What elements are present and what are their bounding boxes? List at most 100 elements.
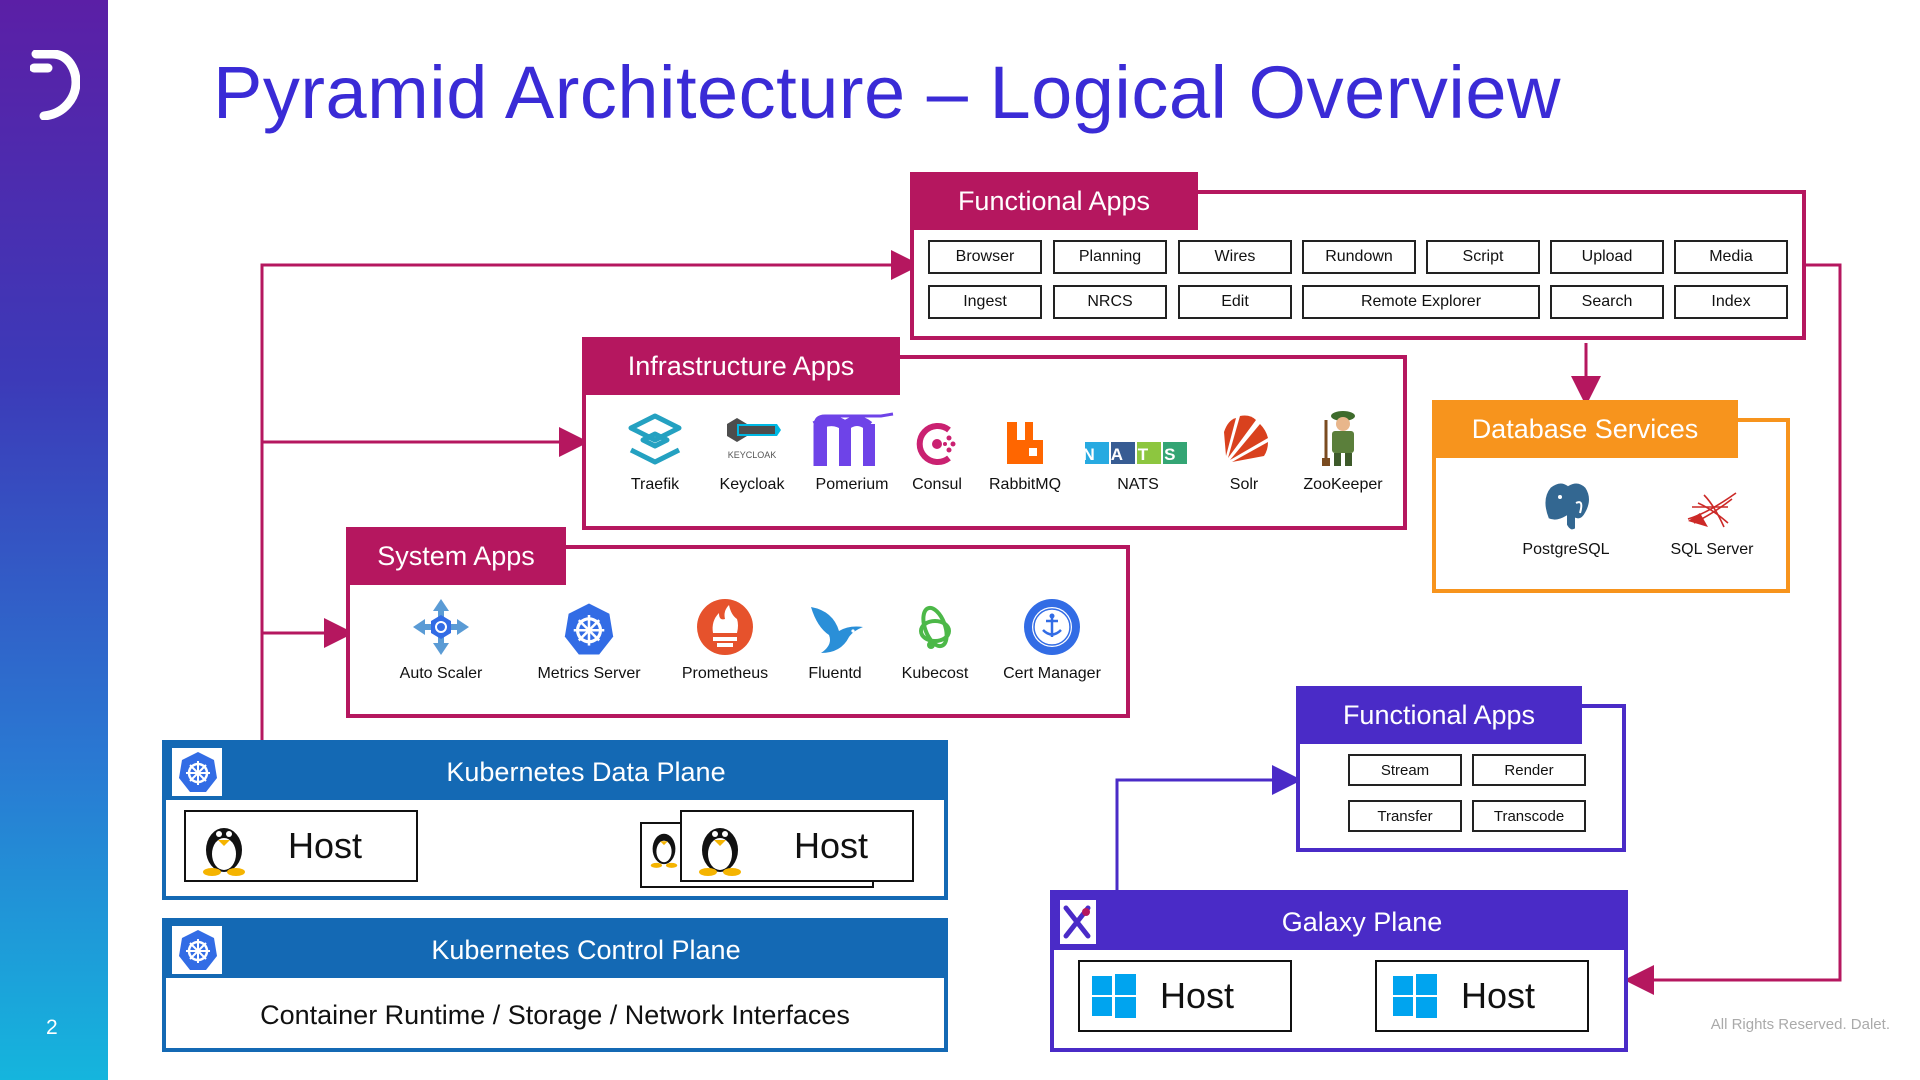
fluentd-icon <box>805 597 865 657</box>
app-item: SQL Server <box>1657 473 1767 559</box>
infrastructure-apps-header: Infrastructure Apps <box>582 337 900 395</box>
host-label: Host <box>794 825 869 866</box>
auto-scaler-icon <box>411 597 471 657</box>
functional-apps-header: Functional Apps <box>910 172 1198 230</box>
database-services-header: Database Services <box>1432 400 1738 458</box>
app-label: Fluentd <box>808 665 862 682</box>
k8s-host-2: Host <box>680 810 914 882</box>
app-label: ZooKeeper <box>1303 476 1383 493</box>
app-label: PostgreSQL <box>1522 541 1610 558</box>
functional-app-tile: Upload <box>1550 240 1664 274</box>
metrics-server-icon <box>561 597 617 657</box>
dalet-logo-icon <box>30 50 80 120</box>
functional-app-tile: NRCS <box>1053 285 1167 319</box>
pomerium-icon <box>809 408 895 468</box>
k8s-data-plane-title: Kubernetes Data Plane <box>446 756 726 787</box>
galaxy-functional-app-tile: Transcode <box>1472 800 1586 832</box>
footer-copyright: All Rights Reserved. Dalet. <box>1710 1016 1890 1033</box>
app-item: Consul <box>882 408 992 494</box>
galaxy-functional-app-tile: Transfer <box>1348 800 1462 832</box>
linux-tux-icon <box>650 833 678 868</box>
host-label: Host <box>1160 975 1235 1016</box>
app-item: Solr <box>1189 408 1299 494</box>
galaxy-host-2: Host <box>1375 960 1589 1032</box>
functional-app-tile: Ingest <box>928 285 1042 319</box>
kubernetes-icon <box>179 930 217 970</box>
app-item: ZooKeeper <box>1288 408 1398 494</box>
galaxy-plane-title: Galaxy Plane <box>1281 906 1443 937</box>
functional-app-tile: Browser <box>928 240 1042 274</box>
connector-galaxy-to-functional-apps <box>1115 765 1302 890</box>
functional-app-tile: Planning <box>1053 240 1167 274</box>
functional-app-tile: Wires <box>1178 240 1292 274</box>
galaxy-functional-apps-header: Functional Apps <box>1296 686 1582 744</box>
app-item: Metrics Server <box>534 597 644 683</box>
app-item: PostgreSQL <box>1511 473 1621 559</box>
zookeeper-icon <box>1318 408 1368 468</box>
app-label: Traefik <box>630 476 680 493</box>
traefik-icon <box>625 408 685 468</box>
k8s-control-plane-title: Kubernetes Control Plane <box>431 934 741 965</box>
k8s-control-plane-body: Container Runtime / Storage / Network In… <box>260 999 850 1030</box>
slide-title: Pyramid Architecture – Logical Overview <box>213 51 1561 134</box>
app-label: Consul <box>912 476 962 493</box>
functional-app-tile: Remote Explorer <box>1302 285 1540 319</box>
connector-to-functional-apps <box>260 250 921 740</box>
svg-text:KEYCLOAK: KEYCLOAK <box>728 450 777 460</box>
functional-app-tile: Search <box>1550 285 1664 319</box>
app-label: Auto Scaler <box>399 665 483 682</box>
app-label: Kubecost <box>901 665 969 682</box>
app-label: Cert Manager <box>1003 665 1101 682</box>
app-label: Metrics Server <box>537 665 641 682</box>
galaxy-functional-app-tile: Render <box>1472 754 1586 786</box>
app-item: Pomerium <box>797 408 907 494</box>
app-item: Auto Scaler <box>386 597 496 683</box>
app-label: Solr <box>1229 476 1259 493</box>
kubernetes-icon <box>179 752 217 792</box>
k8s-host-1: Host <box>184 810 418 882</box>
prometheus-icon <box>695 597 755 657</box>
sql-server-icon <box>1684 473 1740 533</box>
host-label: Host <box>288 825 363 866</box>
functional-app-tile: Index <box>1674 285 1788 319</box>
app-label: Keycloak <box>719 476 785 493</box>
functional-app-tile: Rundown <box>1302 240 1416 274</box>
cert-manager-icon <box>1022 597 1082 657</box>
connector-to-galaxy-plane <box>1624 263 1842 995</box>
nats-icon: NATS <box>1083 408 1193 468</box>
rabbitmq-icon <box>1003 408 1047 468</box>
page-number: 2 <box>46 1016 58 1039</box>
sidebar: 2 <box>0 0 108 1080</box>
app-item: Fluentd <box>780 597 890 683</box>
app-item: RabbitMQ <box>970 408 1080 494</box>
k8s-control-plane-panel: Kubernetes Control Plane Container Runti… <box>162 918 948 1052</box>
postgresql-icon <box>1538 473 1594 533</box>
app-item: Traefik <box>600 408 710 494</box>
linux-tux-icon <box>699 828 741 876</box>
functional-app-tile: Edit <box>1178 285 1292 319</box>
windows-icon <box>1393 974 1437 1018</box>
system-apps-header: System Apps <box>346 527 566 585</box>
windows-icon <box>1092 974 1136 1018</box>
app-label: RabbitMQ <box>988 476 1062 493</box>
keycloak-icon: KEYCLOAK <box>717 408 787 468</box>
app-item: Cert Manager <box>997 597 1107 683</box>
galaxy-logo-icon <box>1063 905 1091 939</box>
functional-app-tile: Script <box>1426 240 1540 274</box>
galaxy-host-1: Host <box>1078 960 1292 1032</box>
linux-tux-icon <box>203 828 245 876</box>
functional-app-tile: Media <box>1674 240 1788 274</box>
kubecost-icon <box>913 597 957 657</box>
svg-text:NATS: NATS <box>1083 445 1192 464</box>
galaxy-functional-app-tile: Stream <box>1348 754 1462 786</box>
app-label: SQL Server <box>1670 541 1754 558</box>
app-item: Kubecost <box>880 597 990 683</box>
consul-icon <box>913 408 961 468</box>
app-item: KEYCLOAK Keycloak <box>697 408 807 494</box>
app-label: Pomerium <box>815 476 889 493</box>
app-label: Prometheus <box>681 665 769 682</box>
app-item: Prometheus <box>670 597 780 683</box>
